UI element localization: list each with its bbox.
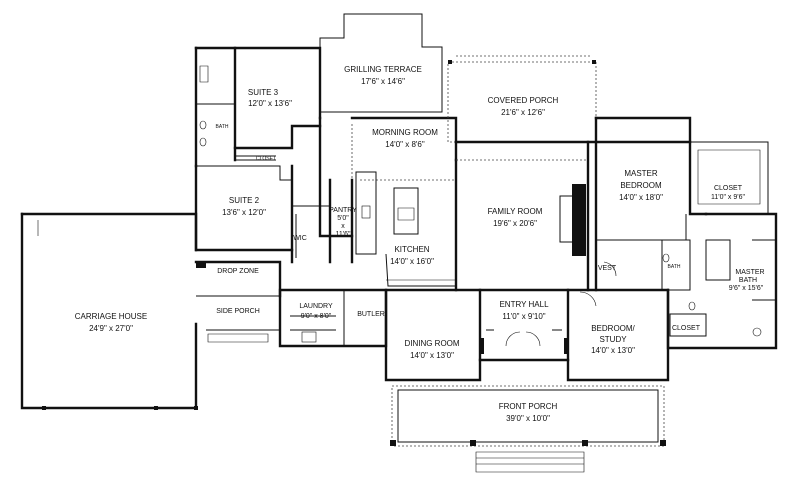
bedroom-study-name2: STUDY [599, 335, 627, 344]
suite2-dim: 13'6" x 12'0" [222, 208, 266, 217]
wic-label: WIC [293, 235, 307, 242]
room-labels: GRILLING TERRACE 17'6" x 14'6" COVERED P… [75, 65, 765, 423]
kitchen-name: KITCHEN [394, 245, 429, 254]
pantry-dim2: x [341, 223, 345, 230]
drop-zone-label: DROP ZONE [217, 268, 259, 275]
master-bath-name: MASTER [735, 269, 764, 276]
master-bath-dim: 9'6" x 15'6" [729, 285, 764, 292]
pantry-dim3: 11'6" [336, 231, 351, 238]
master-bedroom-dim: 14'0" x 18'0" [619, 193, 663, 202]
dining-room-name: DINING ROOM [404, 339, 459, 348]
covered-porch-name: COVERED PORCH [488, 96, 559, 105]
laundry-dim: 9'0" x 8'0" [301, 313, 332, 320]
master-closet-small-label: CLOSET [672, 325, 701, 332]
entry-hall-name: ENTRY HALL [499, 300, 549, 309]
master-closet-dim: 11'0" x 9'6" [711, 194, 745, 201]
family-room-dim: 19'6" x 20'6" [493, 219, 537, 228]
bedroom-study-name: BEDROOM/ [591, 324, 635, 333]
family-room-name: FAMILY ROOM [488, 207, 543, 216]
morning-room-dim: 14'0" x 8'6" [385, 140, 425, 149]
bath-label: BATH [216, 124, 229, 130]
suite3-dim: 12'0" x 13'6" [248, 99, 292, 108]
pantry-name: PANTRY [329, 207, 357, 214]
suite2-name: SUITE 2 [229, 196, 260, 205]
carriage-house-name: CARRIAGE HOUSE [75, 312, 147, 321]
kitchen-dim: 14'0" x 16'0" [390, 257, 434, 266]
bedroom-study-dim: 14'0" x 13'0" [591, 346, 635, 355]
carriage-house-dim: 24'9" x 27'0" [89, 324, 133, 333]
entry-hall-dim: 11'0" x 9'10" [502, 312, 545, 321]
butler-label: BUTLER [357, 311, 385, 318]
suite3-name: SUITE 3 [248, 88, 279, 97]
morning-room-name: MORNING ROOM [372, 128, 438, 137]
minor-labels: BATH CLOSET WIC DROP ZONE SIDE PORCH BUT… [216, 124, 701, 332]
grilling-terrace-dim: 17'6" x 14'6" [361, 77, 405, 86]
covered-porch-dim: 21'6" x 12'6" [501, 108, 545, 117]
master-bath-small-label: BATH [668, 264, 681, 270]
master-closet-name: CLOSET [714, 185, 743, 192]
walls [20, 13, 778, 473]
laundry-name: LAUNDRY [299, 303, 333, 310]
suite3-closet-label: CLOSET [256, 156, 276, 162]
master-bath-name2: BATH [739, 277, 757, 284]
side-porch-label: SIDE PORCH [216, 308, 260, 315]
front-porch-dim: 39'0" x 10'0" [506, 414, 550, 423]
master-bedroom-name2: BEDROOM [620, 181, 662, 190]
pantry-dim1: 5'0" [337, 215, 349, 222]
master-bedroom-name: MASTER [624, 169, 658, 178]
grilling-terrace-name: GRILLING TERRACE [344, 65, 422, 74]
front-porch-name: FRONT PORCH [499, 402, 558, 411]
vest-label: VEST [598, 265, 617, 272]
dining-room-dim: 14'0" x 13'0" [410, 351, 454, 360]
